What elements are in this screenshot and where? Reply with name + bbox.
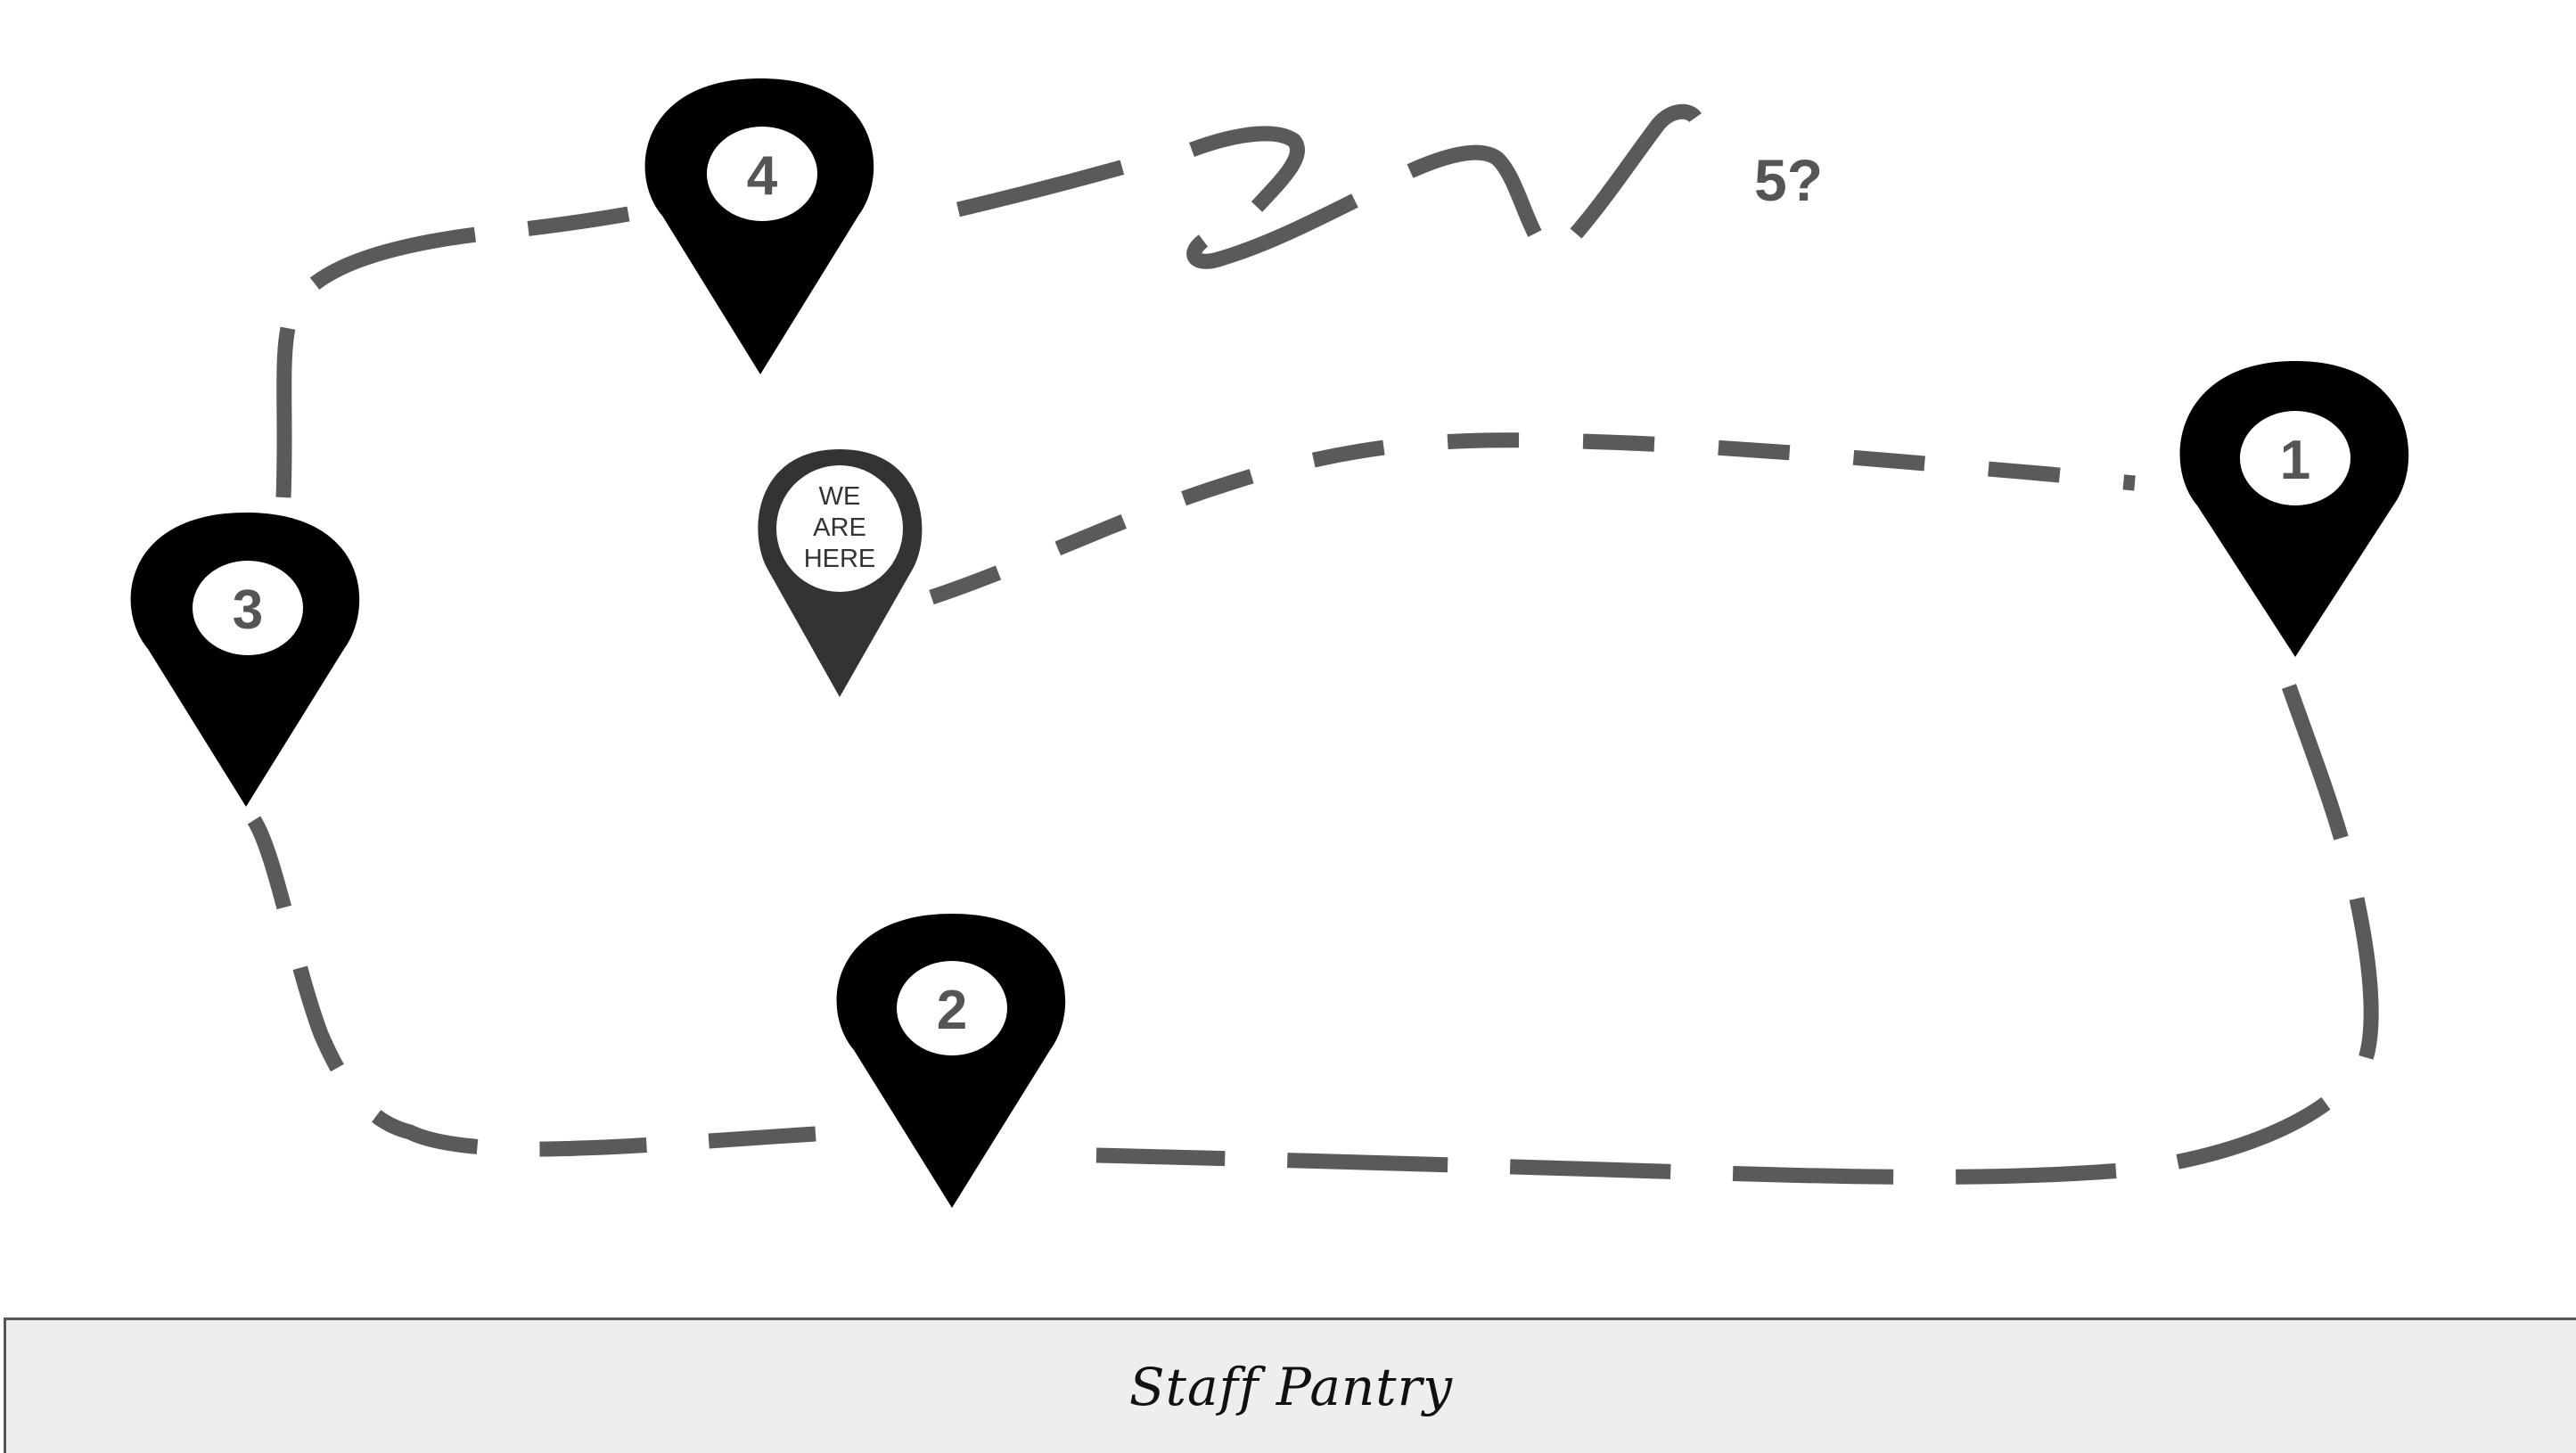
pin-4-label: 4 — [747, 145, 778, 207]
route-segment-3-to-4 — [275, 206, 630, 498]
here-line-2: ARE — [813, 513, 866, 542]
here-line-3: HERE — [804, 545, 876, 573]
location-pin-1: 1 — [2179, 361, 2409, 657]
pin-3-label: 3 — [233, 579, 263, 641]
route-segment-4-to-5 — [956, 158, 1130, 218]
route-squiggle-c — [1407, 144, 1542, 237]
route-squiggle-a — [1189, 126, 1305, 212]
location-pin-4: 4 — [644, 78, 874, 374]
next-stop-label: 5? — [1754, 147, 1823, 213]
location-pin-3: 3 — [130, 513, 360, 807]
footer-label: Staff Pantry — [1128, 1356, 1454, 1417]
location-pin-2: 2 — [836, 914, 1066, 1208]
here-line-1: WE — [819, 482, 861, 511]
pin-2-label: 2 — [937, 980, 967, 1041]
route-segment-1-to-2 — [1095, 684, 2379, 1185]
footer-banner: Staff Pantry — [4, 1318, 2576, 1453]
we-are-here-pin: WE ARE HERE — [758, 449, 923, 697]
route-segment-here-to-1 — [929, 432, 2136, 605]
pin-1-label: 1 — [2280, 430, 2310, 491]
route-squiggle-b — [1186, 193, 1358, 269]
route-segment-2-to-3 — [247, 816, 816, 1157]
route-squiggle-d — [1570, 103, 1702, 239]
